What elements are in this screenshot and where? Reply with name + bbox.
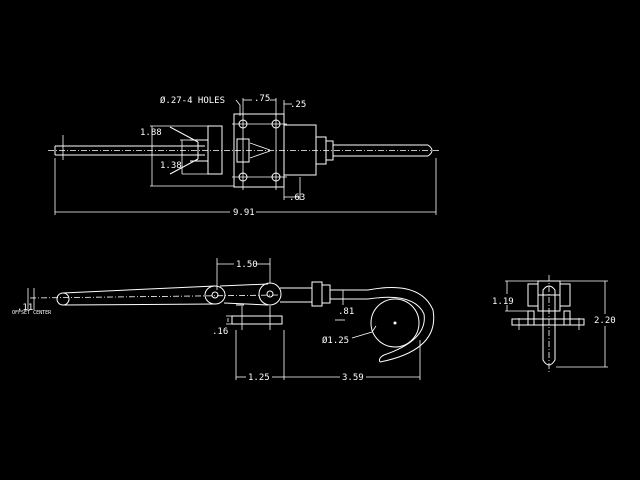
dim-ball-offset: .81 — [338, 307, 354, 317]
clamp-body — [207, 113, 334, 190]
dim-bottom-offset: .63 — [289, 193, 305, 203]
base-plate — [231, 304, 283, 330]
dim-height-outer: 1.88 — [140, 128, 162, 138]
handle-lever — [29, 282, 282, 306]
dim-hole-spacing: .75 — [254, 94, 270, 104]
dim-edge: .25 — [290, 100, 306, 110]
side-dimensions — [27, 258, 421, 380]
holes-note: Ø.27-4 HOLES — [160, 95, 225, 106]
dim-center-offset: .11 — [17, 303, 33, 313]
dim-height-total: 2.20 — [594, 316, 616, 326]
plunger-rod — [48, 144, 440, 157]
dim-base-length: 1.25 — [248, 373, 270, 383]
dim-height-inner: 1.38 — [160, 161, 182, 171]
offset-center-note: OFFSET CENTER — [12, 310, 52, 316]
end-dimensions — [505, 280, 608, 368]
tapered-nose — [169, 126, 208, 175]
top-view: Ø.27-4 HOLES .75 .25 1.88 1.38 .63 9.91 — [48, 94, 440, 218]
end-view: 1.19 2.20 — [492, 275, 616, 372]
hook — [367, 287, 435, 363]
dim-reach: 3.59 — [342, 373, 364, 383]
dim-top-span: 1.50 — [236, 260, 258, 270]
dim-base-thickness: .16 — [212, 327, 228, 337]
end-body — [511, 275, 585, 372]
dim-height-small: 1.19 — [492, 297, 514, 307]
top-dimensions — [54, 98, 437, 215]
side-view: .11 OFFSET CENTER 1.50 .81 .16 Ø1.25 1.2… — [12, 258, 435, 383]
plunger-and-nut — [280, 281, 368, 307]
dim-overall-length: 9.91 — [233, 208, 255, 218]
dim-radius: Ø1.25 — [322, 335, 349, 346]
